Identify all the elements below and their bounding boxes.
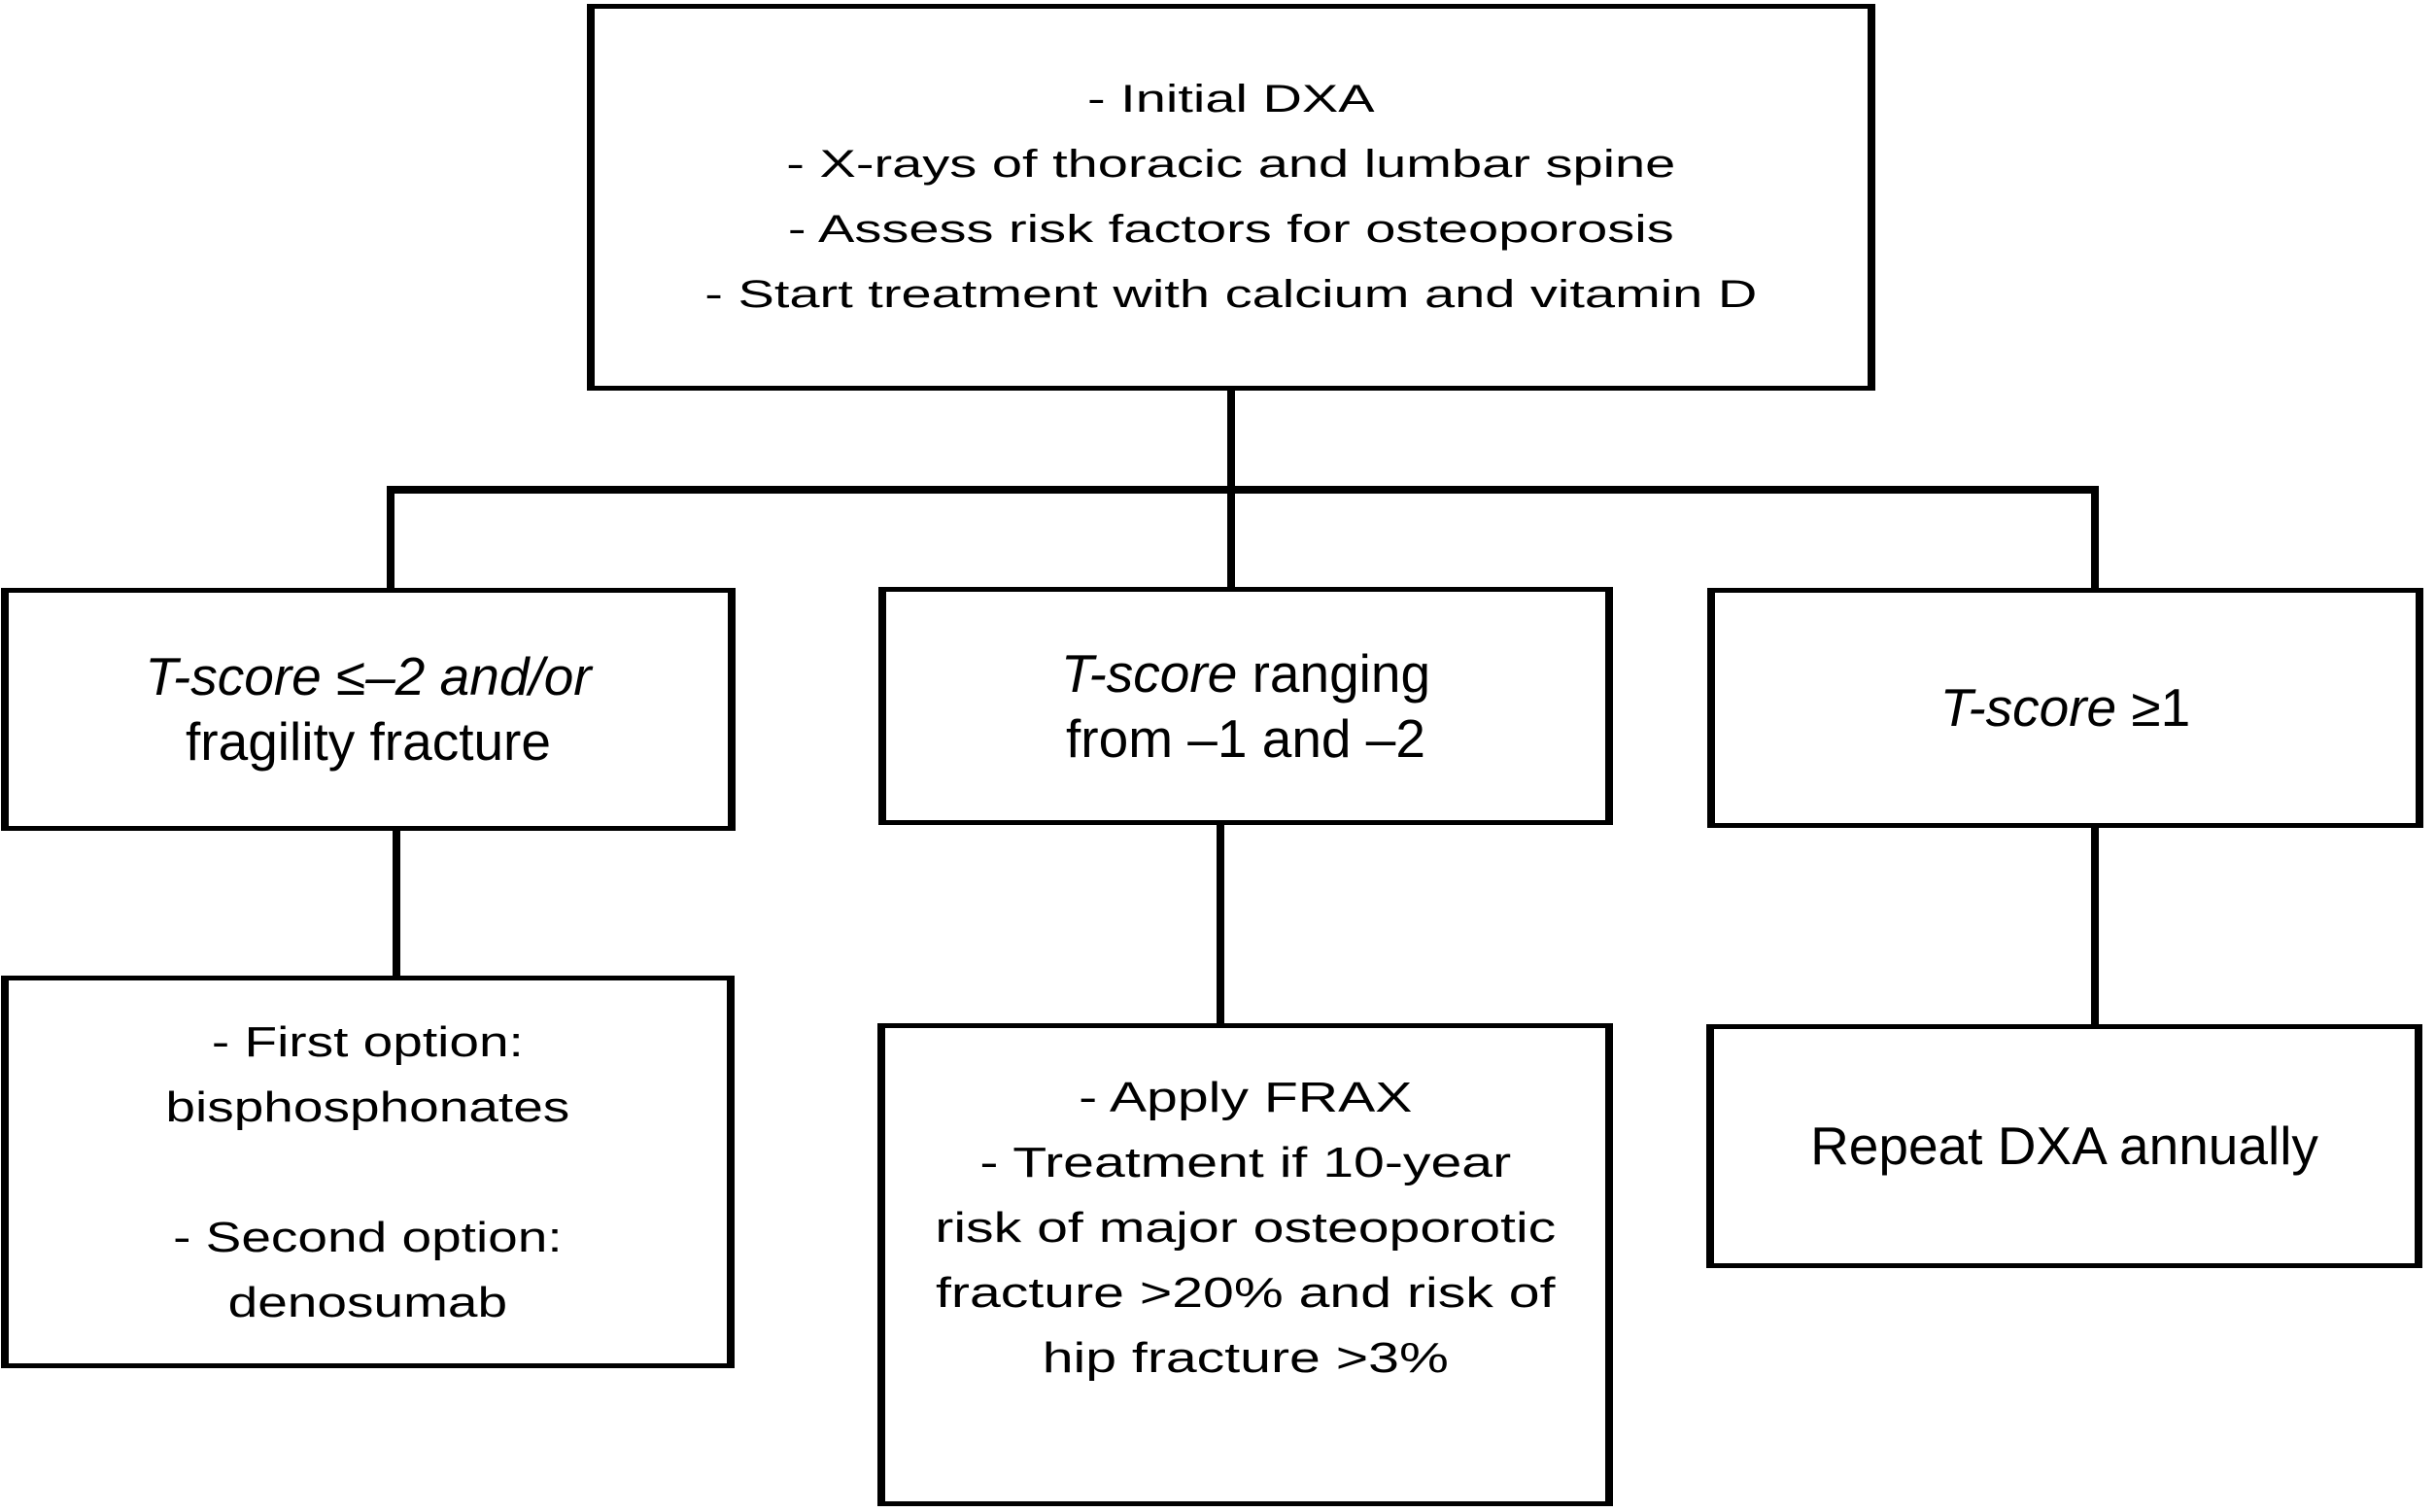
connector-right-drop [2091, 488, 2099, 591]
tscore-low-line-1: T-score ≤–2 and/or [145, 644, 591, 709]
action-mid-line-1: - Apply FRAX [1078, 1074, 1413, 1121]
action-high-box: Repeat DXA annually [1706, 1024, 2422, 1268]
action-mid-text: - Apply FRAX - Treatment if 10-year risk… [935, 1065, 1556, 1391]
action-high-text: Repeat DXA annually [1810, 1114, 2318, 1179]
tscore-low-box: T-score ≤–2 and/or fragility fracture [1, 588, 736, 831]
tscore-high-term: T-score [1939, 677, 2117, 738]
initial-workup-box: - Initial DXA - X-rays of thoracic and l… [587, 4, 1875, 391]
initial-workup-line-4: - Start treatment with calcium and vitam… [704, 273, 1758, 316]
connector-right-link [2091, 824, 2099, 1027]
tscore-mid-rest: ranging [1237, 642, 1431, 704]
action-low-line-4: denosumab [227, 1278, 508, 1326]
tscore-low-condition: T-score ≤–2 and/or [145, 646, 592, 706]
action-low-box: - First option: bisphosphonates - Second… [1, 976, 735, 1368]
tscore-high-rest: ≥1 [2116, 677, 2191, 738]
connector-left-drop [387, 488, 395, 591]
connector-branch-horizontal [387, 486, 2099, 494]
tscore-low-text: T-score ≤–2 and/or fragility fracture [145, 644, 591, 774]
tscore-low-line-2: fragility fracture [186, 711, 551, 772]
tscore-mid-line-1: T-score ranging [1061, 641, 1430, 706]
tscore-mid-term: T-score [1060, 642, 1238, 704]
action-low-line-2: bisphosphonates [165, 1082, 570, 1131]
action-low-line-3: - Second option: [173, 1213, 563, 1261]
action-mid-line-4: fracture >20% and risk of [935, 1269, 1556, 1317]
tscore-high-text: T-score ≥1 [1940, 675, 2190, 740]
initial-workup-line-1: - Initial DXA [1087, 78, 1375, 120]
initial-workup-line-2: - X-rays of thoracic and lumbar spine [786, 143, 1676, 186]
tscore-mid-line-2: from –1 and –2 [1066, 707, 1425, 769]
tscore-mid-box: T-score ranging from –1 and –2 [878, 587, 1613, 825]
tscore-high-box: T-score ≥1 [1707, 588, 2423, 828]
initial-workup-line-3: - Assess risk factors for osteoporosis [788, 208, 1674, 251]
tscore-mid-text: T-score ranging from –1 and –2 [1061, 641, 1430, 772]
action-high-line-1: Repeat DXA annually [1810, 1116, 2318, 1176]
initial-workup-text: - Initial DXA - X-rays of thoracic and l… [704, 67, 1757, 327]
connector-mid-link [1217, 821, 1224, 1026]
tscore-high-line-1: T-score ≥1 [1940, 675, 2190, 740]
action-low-line-1: - First option: [212, 1017, 524, 1066]
action-mid-line-3: risk of major osteoporotic [935, 1204, 1556, 1252]
connector-left-link [393, 827, 400, 979]
action-low-text: - First option: bisphosphonates - Second… [166, 1010, 570, 1335]
action-mid-line-2: - Treatment if 10-year [979, 1139, 1511, 1186]
action-mid-box: - Apply FRAX - Treatment if 10-year risk… [877, 1023, 1613, 1506]
action-mid-line-5: hip fracture >3% [1042, 1334, 1449, 1382]
